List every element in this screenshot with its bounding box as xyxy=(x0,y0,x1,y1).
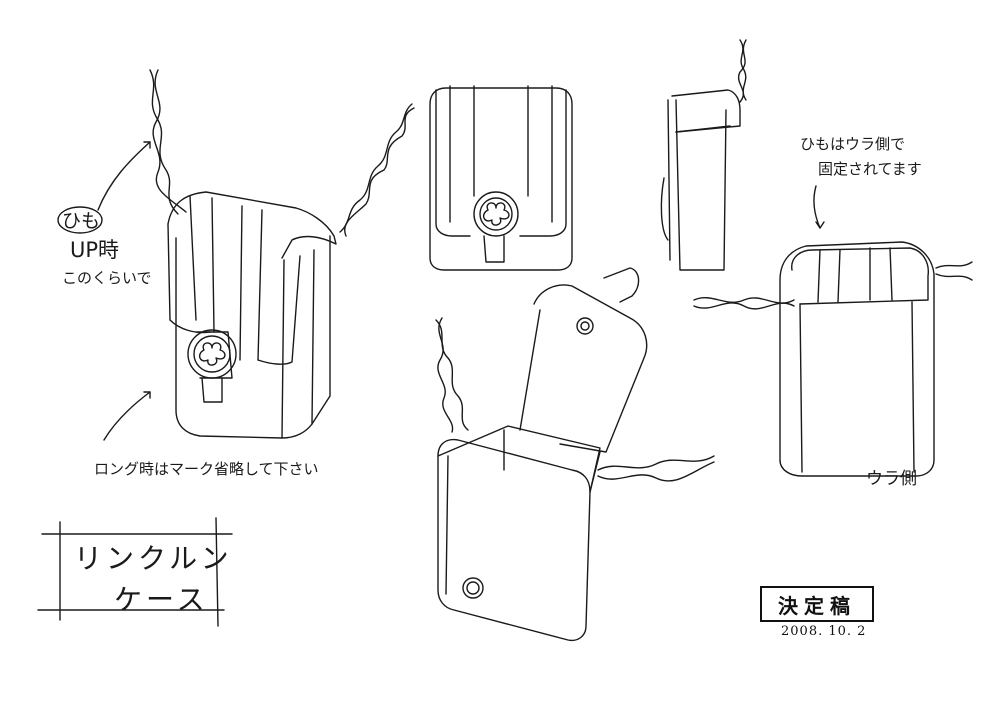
strap-open-right xyxy=(597,455,715,471)
note-this-size: このくらいで xyxy=(62,269,152,287)
bag-back-view xyxy=(693,241,973,477)
annotation-arrows xyxy=(57,141,825,441)
bag-front-view xyxy=(429,85,573,271)
strap-braid-left xyxy=(149,69,179,215)
strap-back xyxy=(693,297,795,304)
final-draft-stamp: 決定稿 xyxy=(760,586,874,622)
strap-braid-right xyxy=(339,103,413,233)
stamp-date: 2008. 10. 2 xyxy=(781,624,867,639)
arrow-down-left xyxy=(103,391,151,441)
note-himo: ひも xyxy=(62,210,101,232)
bag-open-view xyxy=(435,267,715,642)
note-strap-fixed-2: 固定されてます xyxy=(818,160,922,178)
title-line-1: リンクルン xyxy=(74,542,233,575)
note-long-omit-mark: ロング時はマーク省略して下さい xyxy=(94,460,319,478)
title-box-frame xyxy=(37,517,233,627)
note-back-side: ウラ側 xyxy=(866,469,917,489)
arrow-up-left xyxy=(97,141,151,211)
bag-side-view xyxy=(660,39,747,271)
bag-front-three-quarter xyxy=(149,69,415,439)
arrow-back xyxy=(813,185,821,229)
note-up-time: UP時 xyxy=(70,238,120,262)
title-line-2: ケース xyxy=(114,583,209,616)
strap-open-left xyxy=(435,319,469,431)
note-strap-fixed-1: ひもはウラ側で xyxy=(800,135,906,153)
